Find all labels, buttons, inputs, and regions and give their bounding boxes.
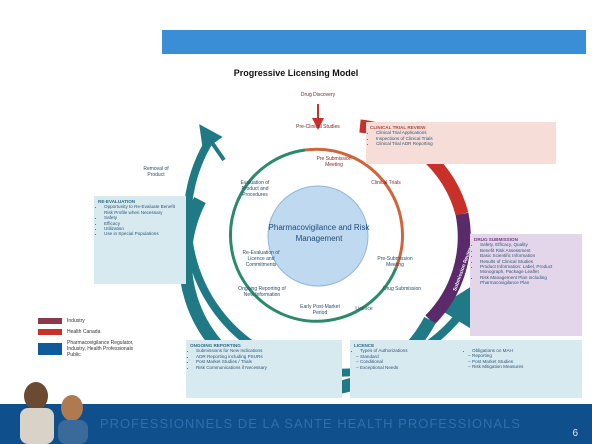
box-re-evaluation: RE-EVALUATION Opportunity to Re-Evaluate… [94, 196, 186, 284]
page-number: 6 [572, 428, 578, 439]
list-item: Obligations on MAH [472, 348, 578, 353]
list-item: Risk Mitigation Measures [472, 364, 578, 369]
node-early-post-market: Early Post-Market Period [300, 304, 340, 316]
list-item: Safety [104, 215, 182, 220]
list-item: Product Information: Label, Product Mono… [480, 264, 578, 275]
node-re-evaluation: Re-Evaluation of Licence and Commitments [242, 250, 280, 268]
node-drug-discovery: Drug Discovery [300, 92, 336, 98]
list-item: Exceptional Needs [360, 365, 466, 370]
legend-item: Industry [38, 318, 147, 324]
list-item: Submissions for New Indications [196, 348, 338, 353]
inner-process-arc [304, 147, 404, 269]
node-removal: Removal of Product [143, 166, 169, 178]
node-pre-submission-2: Pre-Submission Meeting [377, 256, 413, 268]
legend-item: Health Canada [38, 329, 147, 335]
box-ongoing-reporting: ONGOING REPORTING Submissions for New In… [186, 340, 342, 398]
slide-title: Progressive Licensing Model [233, 68, 359, 78]
licence-column-2: Obligations on MAH Reporting Post Market… [466, 343, 578, 395]
box-heading: LICENCE [354, 343, 375, 348]
list-item: Safety, Efficacy, Quality [480, 242, 578, 247]
legend-label: Industry [67, 318, 85, 324]
center-label: Pharmacovigilance and Risk Management [268, 223, 370, 243]
box-drug-submission: DRUG SUBMISSION Safety, Efficacy, Qualit… [470, 234, 582, 336]
list-item: Risk Management Plan including Pharmacov… [480, 275, 578, 286]
inner-review-arc [228, 148, 398, 323]
box-heading: RE-EVALUATION [98, 199, 136, 204]
legend-label: Pharmacovigilance Regulator, Industry, H… [67, 340, 134, 358]
list-item: Results of Clinical Studies [480, 259, 578, 264]
list-item: Reporting [472, 353, 578, 358]
list-item: Risk Communications if Necessary [196, 365, 338, 370]
node-clinical-trials: Clinical Trials [371, 180, 401, 186]
node-licence: Licence [355, 306, 373, 312]
submission-arc [425, 212, 471, 325]
licence-column-1: LICENCE Types of Authorizations Standard… [354, 343, 466, 395]
list-item: Efficacy [104, 221, 182, 226]
list-item: Clinical Trial Applications [376, 130, 552, 135]
center-circle [267, 185, 369, 287]
list-item: Basic Scientific Information [480, 253, 578, 258]
list-item: Opportunity to Re-Evaluate Benefit Risk … [104, 204, 182, 215]
list-item: ADR Reporting including PSURs [196, 354, 338, 359]
footer-bar [0, 404, 592, 444]
box-heading: DRUG SUBMISSION [474, 237, 518, 242]
box-licence: LICENCE Types of Authorizations Standard… [350, 340, 582, 398]
box-heading: CLINICAL TRIAL REVIEW [370, 125, 426, 130]
legend: Industry Health Canada Pharmacovigilance… [38, 318, 147, 363]
node-ongoing-reporting: Ongoing Reporting of New Information [238, 286, 286, 298]
list-item: Use in Special Populations [104, 231, 182, 236]
list-item: Post Market Studies [472, 359, 578, 364]
list-item: Utilization [104, 226, 182, 231]
list-item: Clinical Trial ADR Reporting [376, 141, 552, 146]
list-item: Types of Authorizations [360, 348, 466, 353]
removal-arrow [199, 124, 226, 162]
list-item: Benefit Risk Assessment [480, 248, 578, 253]
health-professionals-photo [20, 382, 88, 444]
box-clinical-trial-review: CLINICAL TRIAL REVIEW Clinical Trial App… [366, 122, 556, 164]
node-evaluation: Evaluation of Product and Procedures [240, 180, 270, 198]
list-item: Inspections of Clinical Trials [376, 136, 552, 141]
legend-swatch [38, 329, 62, 335]
legend-swatch [38, 343, 62, 355]
legend-swatch [38, 318, 62, 324]
legend-label: Health Canada [67, 329, 101, 335]
list-item: Post Market Studies / Trials [196, 359, 338, 364]
list-item: Conditional [360, 359, 466, 364]
header-bar [162, 30, 586, 54]
footer-text: PROFESSIONNELS DE LA SANTE HEALTH PROFES… [100, 416, 521, 431]
list-item: Standard [360, 354, 466, 359]
node-pre-submission-1: Pre Submission Meeting [316, 156, 352, 168]
legend-item: Pharmacovigilance Regulator, Industry, H… [38, 340, 147, 358]
node-drug-submission: Drug Submission [382, 286, 422, 292]
box-heading: ONGOING REPORTING [190, 343, 241, 348]
node-pre-clinical: Pre-Clinical Studies [296, 124, 340, 130]
